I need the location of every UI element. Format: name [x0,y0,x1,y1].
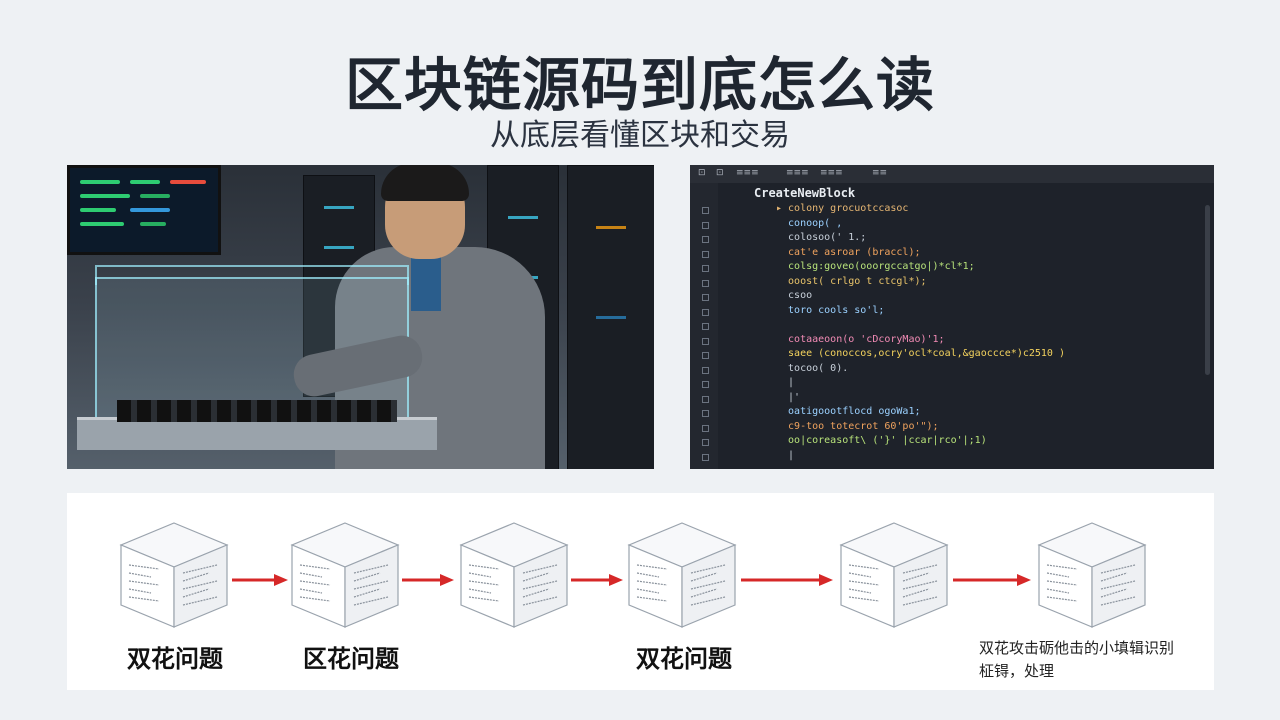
block-cube-icon [459,521,569,629]
status-monitor [67,165,221,255]
arrow-icon [741,574,833,586]
server-rack [567,165,654,469]
gutter-marker-icon [702,337,709,345]
editor-tab-title[interactable]: CreateNewBlock [754,186,856,200]
attack-note: 双花攻击砺他击的小填辑识别 柾锝，处理 [979,637,1174,683]
arrow-icon [232,574,288,586]
code-line: tocoo( 0). [776,362,849,374]
code-line: cat'e asroar (braccl); [776,246,921,258]
arrow-icon [953,574,1031,586]
caption-double-spend: 双花问题 [636,645,732,673]
block-cube-icon [290,521,400,629]
caption-block-spend: 区花问题 [303,645,399,673]
gutter-marker-icon [702,424,709,432]
block-cube-icon [627,521,737,629]
editor-scrollbar[interactable] [1205,205,1210,375]
block-cube-icon [119,521,229,629]
menu-item[interactable]: ≡≡≡ [736,168,759,178]
editor-menubar: ⊡ ⊡ ≡≡≡ ≡≡≡ ≡≡≡ ≡≡ [690,165,1214,183]
code-line: colosoo(' 1.; [776,232,867,243]
code-line: saee (conoccos,ocry'ocl*coal,&gaoccce*)c… [776,348,1065,359]
gutter-marker-icon [702,366,709,374]
block-chain-diagram: 双花问题 区花问题 双花问题 双花攻击砺他击的小填辑识别 柾锝，处理 [67,493,1214,690]
code-editor: ⊡ ⊡ ≡≡≡ ≡≡≡ ≡≡≡ ≡≡ CreateNewBlock ▸ colo… [690,165,1214,469]
fade-overlay [1052,659,1214,685]
block-cube-icon [839,521,949,629]
gutter-marker-icon [702,250,709,258]
menu-item[interactable]: ≡≡ [872,168,888,178]
gutter-marker-icon [702,323,709,330]
code-line: ▸ colony grocuotccasoc [776,203,909,214]
technician-collar [411,251,441,311]
gutter-marker-icon [702,410,709,417]
page-title: 区块链源码到底怎么读 [344,51,935,119]
gutter-marker-icon [702,236,709,243]
arrow-icon [571,574,623,586]
attack-note-line: 柾锝，处理 [979,662,1055,680]
caption-double-spend: 双花问题 [127,645,223,673]
gutter-marker-icon [702,439,709,446]
menu-item[interactable]: ≡≡≡ [786,168,809,178]
code-line: csoo [776,290,813,301]
gutter-marker-icon [702,352,709,359]
code-line: |' [776,391,801,403]
editor-gutter [690,183,718,469]
gutter-marker-icon [702,279,709,287]
gutter-marker-icon [702,294,709,301]
code-line: conoop( , [776,217,843,229]
arrow-icon [402,574,454,586]
code-line: | [776,377,795,388]
code-line: | [776,449,795,461]
code-line: ooost( crlgo t ctcgl*); [776,275,927,287]
technician-hair [381,165,469,201]
code-line: cotaaeoon(o 'cDcoryMao)'1; [776,333,945,345]
gutter-marker-icon [702,207,709,214]
code-line: colsg:goveo(ooorgccatgo|)*cl*1; [776,261,975,272]
gutter-marker-icon [702,381,709,388]
glass-case-top [95,265,409,285]
menu-item[interactable]: ⊡ [716,168,724,178]
code-line: oatigoootflocd ogoWa1; [776,406,921,417]
menu-item[interactable]: ≡≡≡ [820,168,843,178]
hardware-chips [117,400,397,422]
code-line: oo|coreasoft\ ('}' |ccar|rco'|;1) [776,435,987,446]
attack-note-line: 双花攻击砺他击的小填辑识别 [979,639,1175,657]
block-cube-icon [1037,521,1147,629]
gutter-marker-icon [702,395,709,403]
code-line: c9-too totecrot 60'po'"); [776,420,939,432]
page-subtitle: 从底层看懂区块和交易 [490,118,790,153]
menu-item[interactable]: ⊡ [698,168,706,178]
gutter-marker-icon [702,453,709,461]
gutter-marker-icon [702,265,709,272]
gutter-marker-icon [702,308,709,316]
technician-photo [67,165,654,469]
code-line: toro cools so'l; [776,304,885,316]
gutter-marker-icon [702,221,709,229]
